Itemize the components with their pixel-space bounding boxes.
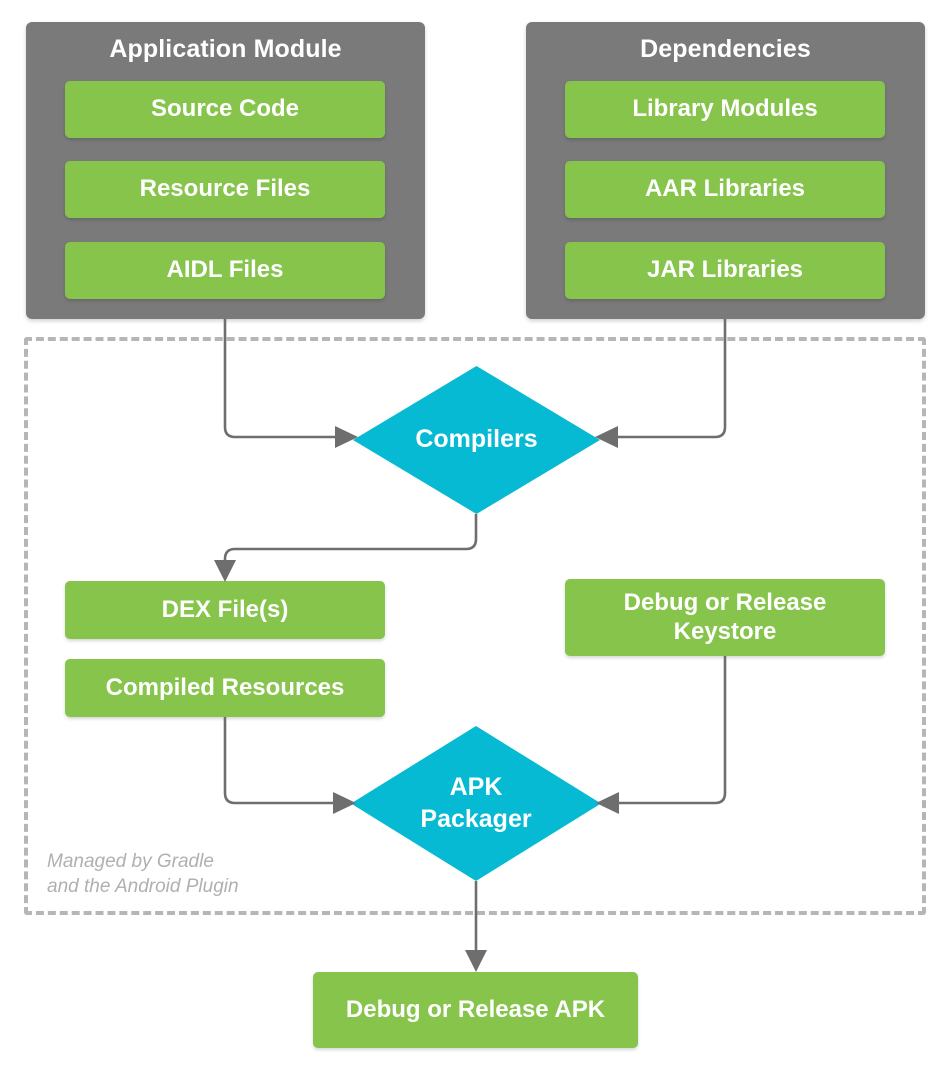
item-compiled-resources: Compiled Resources: [65, 659, 385, 717]
group-title-dependencies: Dependencies: [640, 35, 811, 63]
diamond-shape-compilers: [353, 366, 600, 514]
diamond-shape-apk-packager: [351, 726, 601, 881]
item-aidl-files: AIDL Files: [65, 242, 385, 299]
item-aar-libraries: AAR Libraries: [565, 161, 885, 218]
group-title-application-module: Application Module: [109, 35, 342, 63]
process-apk-packager: APK Packager: [351, 726, 601, 881]
managed-region-caption: Managed by Gradle and the Android Plugin: [47, 851, 239, 898]
process-compilers: Compilers: [353, 366, 600, 514]
item-dex-files: DEX File(s): [65, 581, 385, 639]
output-debug-or-release-apk: Debug or Release APK: [313, 972, 638, 1048]
item-debug-or-release-keystore: Debug or Release Keystore: [565, 579, 885, 656]
item-source-code: Source Code: [65, 81, 385, 138]
item-jar-libraries: JAR Libraries: [565, 242, 885, 299]
item-library-modules: Library Modules: [565, 81, 885, 138]
item-resource-files: Resource Files: [65, 161, 385, 218]
arrowhead-apk-packager-to-output: [465, 950, 487, 972]
